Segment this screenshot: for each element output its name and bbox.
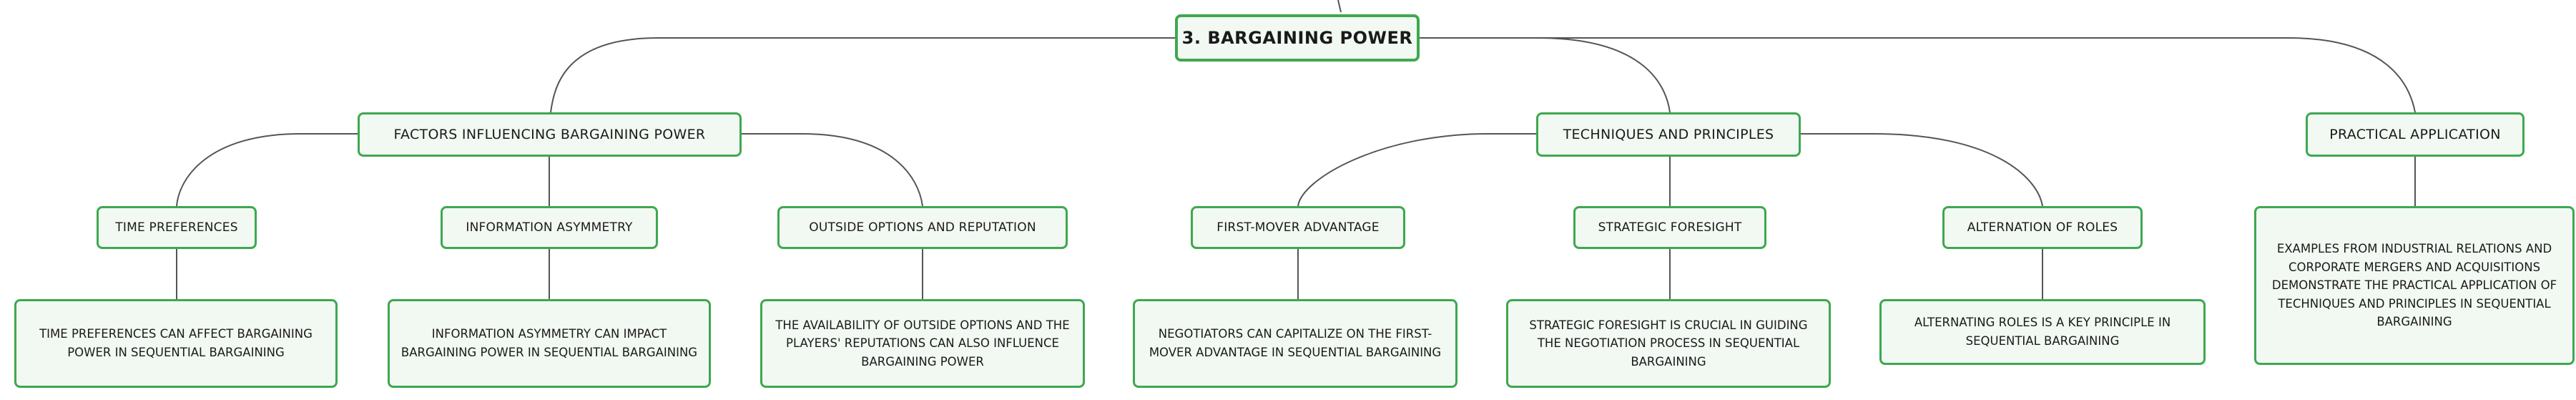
subtopic-label: OUTSIDE OPTIONS AND REPUTATION — [809, 220, 1036, 235]
subtopic-label: TIME PREFERENCES — [115, 220, 238, 235]
edge-root-to-practical — [1420, 37, 2416, 113]
detail-text: INFORMATION ASYMMETRY CAN IMPACT BARGAIN… — [400, 327, 698, 359]
subtopic-label: FIRST-MOVER ADVANTAGE — [1216, 220, 1380, 235]
detail-text: NEGOTIATORS CAN CAPITALIZE ON THE FIRST-… — [1149, 327, 1442, 359]
edge-root-to-factors — [550, 37, 1175, 113]
edge-factors-to-outside — [742, 133, 923, 207]
detail-first-mover[interactable]: NEGOTIATORS CAN CAPITALIZE ON THE FIRST-… — [1133, 299, 1457, 388]
subtopic-information-asymmetry[interactable]: INFORMATION ASYMMETRY — [441, 206, 658, 249]
root-node[interactable]: 3. BARGAINING POWER — [1175, 14, 1420, 62]
subtopic-outside-options[interactable]: OUTSIDE OPTIONS AND REPUTATION — [777, 206, 1068, 249]
edge-techniques-to-firstmover — [1297, 133, 1536, 207]
root-label: 3. BARGAINING POWER — [1181, 28, 1413, 48]
detail-text: EXAMPLES FROM INDUSTRIAL RELATIONS AND C… — [2271, 242, 2557, 329]
subtopic-label: STRATEGIC FORESIGHT — [1598, 220, 1742, 235]
branch-techniques-label: TECHNIQUES AND PRINCIPLES — [1563, 127, 1774, 142]
detail-outside-options[interactable]: THE AVAILABILITY OF OUTSIDE OPTIONS AND … — [760, 299, 1085, 388]
branch-factors-label: FACTORS INFLUENCING BARGAINING POWER — [393, 127, 706, 142]
branch-practical-label: PRACTICAL APPLICATION — [2329, 127, 2501, 142]
edge-incoming-root — [1337, 0, 1342, 13]
detail-time-preferences[interactable]: TIME PREFERENCES CAN AFFECT BARGAINING P… — [14, 299, 338, 388]
detail-text: THE AVAILABILITY OF OUTSIDE OPTIONS AND … — [775, 318, 1070, 369]
subtopic-label: ALTERNATION OF ROLES — [1967, 220, 2118, 235]
edge-root-to-techniques — [1420, 37, 1671, 113]
detail-text: TIME PREFERENCES CAN AFFECT BARGAINING P… — [39, 327, 313, 359]
subtopic-label: INFORMATION ASYMMETRY — [466, 220, 633, 235]
detail-text: ALTERNATING ROLES IS A KEY PRINCIPLE IN … — [1914, 316, 2171, 348]
edge-techniques-to-alternation — [1801, 133, 2043, 207]
subtopic-first-mover[interactable]: FIRST-MOVER ADVANTAGE — [1191, 206, 1405, 249]
detail-alternation-of-roles[interactable]: ALTERNATING ROLES IS A KEY PRINCIPLE IN … — [1879, 299, 2206, 365]
branch-techniques[interactable]: TECHNIQUES AND PRINCIPLES — [1536, 112, 1801, 157]
detail-text: STRATEGIC FORESIGHT IS CRUCIAL IN GUIDIN… — [1529, 318, 1808, 369]
subtopic-strategic-foresight[interactable]: STRATEGIC FORESIGHT — [1573, 206, 1766, 249]
subtopic-time-preferences[interactable]: TIME PREFERENCES — [97, 206, 257, 249]
branch-practical[interactable]: PRACTICAL APPLICATION — [2306, 112, 2525, 157]
branch-factors[interactable]: FACTORS INFLUENCING BARGAINING POWER — [358, 112, 742, 157]
subtopic-alternation-of-roles[interactable]: ALTERNATION OF ROLES — [1942, 206, 2143, 249]
detail-information-asymmetry[interactable]: INFORMATION ASYMMETRY CAN IMPACT BARGAIN… — [388, 299, 711, 388]
edge-factors-to-time — [176, 133, 358, 207]
detail-practical-application[interactable]: EXAMPLES FROM INDUSTRIAL RELATIONS AND C… — [2254, 206, 2575, 365]
detail-strategic-foresight[interactable]: STRATEGIC FORESIGHT IS CRUCIAL IN GUIDIN… — [1506, 299, 1831, 388]
